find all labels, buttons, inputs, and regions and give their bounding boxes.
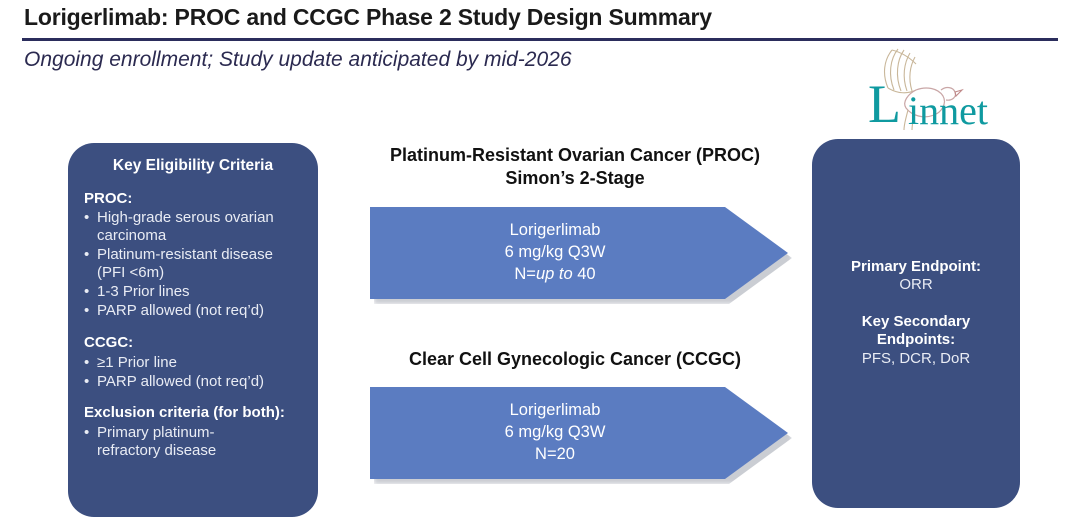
brand-logo: L innet (846, 44, 1006, 130)
list-item-line1: Platinum-resistant disease (97, 246, 273, 264)
list-item: PARP allowed (not req’d) (84, 302, 302, 320)
eligibility-heading: Key Eligibility Criteria (112, 157, 274, 174)
arrow-enrollment-italic: up to (535, 264, 573, 283)
eligibility-group-label-proc: PROC: (84, 189, 133, 207)
arrow-enrollment-suffix: 40 (572, 264, 596, 283)
endpoints-panel: Primary Endpoint: ORR Key Secondary Endp… (812, 139, 1020, 508)
cohort-heading-ccgc: Clear Cell Gynecologic Cancer (CCGC) (355, 348, 795, 371)
secondary-endpoint-label-line1: Key Secondary (861, 313, 971, 331)
arrow-enrollment: N=20 (535, 444, 575, 463)
cohort-heading-proc: Platinum-Resistant Ovarian Cancer (PROC)… (355, 144, 795, 190)
list-item: PARP allowed (not req’d) (84, 373, 302, 391)
list-item-line1: PARP allowed (not req’d) (97, 373, 265, 391)
arrow-shape (370, 387, 788, 479)
eligibility-group-label-exclusion: Exclusion criteria (for both): (84, 404, 285, 422)
eligibility-criteria-panel: Key Eligibility Criteria PROC: High-grad… (68, 143, 318, 517)
treatment-arrow-ccgc: Lorigerlimab 6 mg/kg Q3W N=20 (370, 387, 792, 484)
arrow-drug-name: Lorigerlimab (509, 221, 601, 240)
list-item-line2: (PFI <6m) (97, 264, 165, 282)
cohort-heading-line1: Platinum-Resistant Ovarian Cancer (PROC) (389, 145, 761, 165)
list-item-line1: PARP allowed (not req’d) (97, 302, 265, 320)
arrow-text-proc: Lorigerlimab 6 mg/kg Q3W N=up to 40 (370, 207, 740, 299)
cohort-heading-line1: Clear Cell Gynecologic Cancer (CCGC) (408, 349, 742, 369)
list-item: Primary platinum- refractory disease (84, 424, 302, 460)
arrow-shape (370, 207, 788, 299)
secondary-endpoint-value: PFS, DCR, DoR (861, 349, 971, 367)
secondary-endpoint-label-line2: Endpoints: (876, 331, 956, 349)
arrow-dose: 6 mg/kg Q3W (504, 243, 606, 262)
list-item: 1-3 Prior lines (84, 283, 302, 301)
dove-bird-icon: L innet (868, 48, 988, 130)
arrow-text-ccgc: Lorigerlimab 6 mg/kg Q3W N=20 (370, 387, 740, 479)
arrow-dose: 6 mg/kg Q3W (504, 423, 606, 442)
eligibility-list-ccgc: ≥1 Prior line PARP allowed (not req’d) (84, 354, 302, 391)
endpoints-content: Primary Endpoint: ORR Key Secondary Endp… (812, 258, 1020, 368)
treatment-arrow-proc: Lorigerlimab 6 mg/kg Q3W N=up to 40 (370, 207, 792, 304)
eligibility-list-exclusion: Primary platinum- refractory disease (84, 424, 302, 460)
title-divider (22, 38, 1058, 41)
list-item-line1: ≥1 Prior line (97, 354, 177, 372)
list-item: Platinum-resistant disease (PFI <6m) (84, 246, 302, 282)
list-item-line2: carcinoma (97, 227, 167, 245)
page-subtitle: Ongoing enrollment; Study update anticip… (24, 48, 572, 71)
list-item-line2: refractory disease (97, 441, 217, 459)
endpoints-spacer (812, 295, 1020, 313)
list-item: High-grade serous ovarian carcinoma (84, 209, 302, 245)
arrow-enrollment-prefix: N= (514, 264, 536, 283)
arrow-enrollment: N=up to 40 (514, 264, 595, 286)
svg-text:innet: innet (908, 88, 988, 130)
eligibility-group-label-ccgc: CCGC: (84, 334, 134, 352)
svg-text:L: L (868, 74, 901, 130)
list-item: ≥1 Prior line (84, 354, 302, 372)
list-item-line1: 1-3 Prior lines (97, 283, 190, 301)
arrow-drug-name: Lorigerlimab (509, 401, 601, 420)
cohort-heading-line2: Simon’s 2-Stage (505, 168, 645, 189)
list-item-line1: High-grade serous ovarian (97, 209, 274, 227)
page-title: Lorigerlimab: PROC and CCGC Phase 2 Stud… (24, 4, 712, 30)
primary-endpoint-value: ORR (899, 276, 933, 294)
list-item-line1: Primary platinum- (97, 423, 215, 441)
eligibility-list-proc: High-grade serous ovarian carcinoma Plat… (84, 209, 302, 320)
primary-endpoint-label: Primary Endpoint: (850, 258, 981, 275)
